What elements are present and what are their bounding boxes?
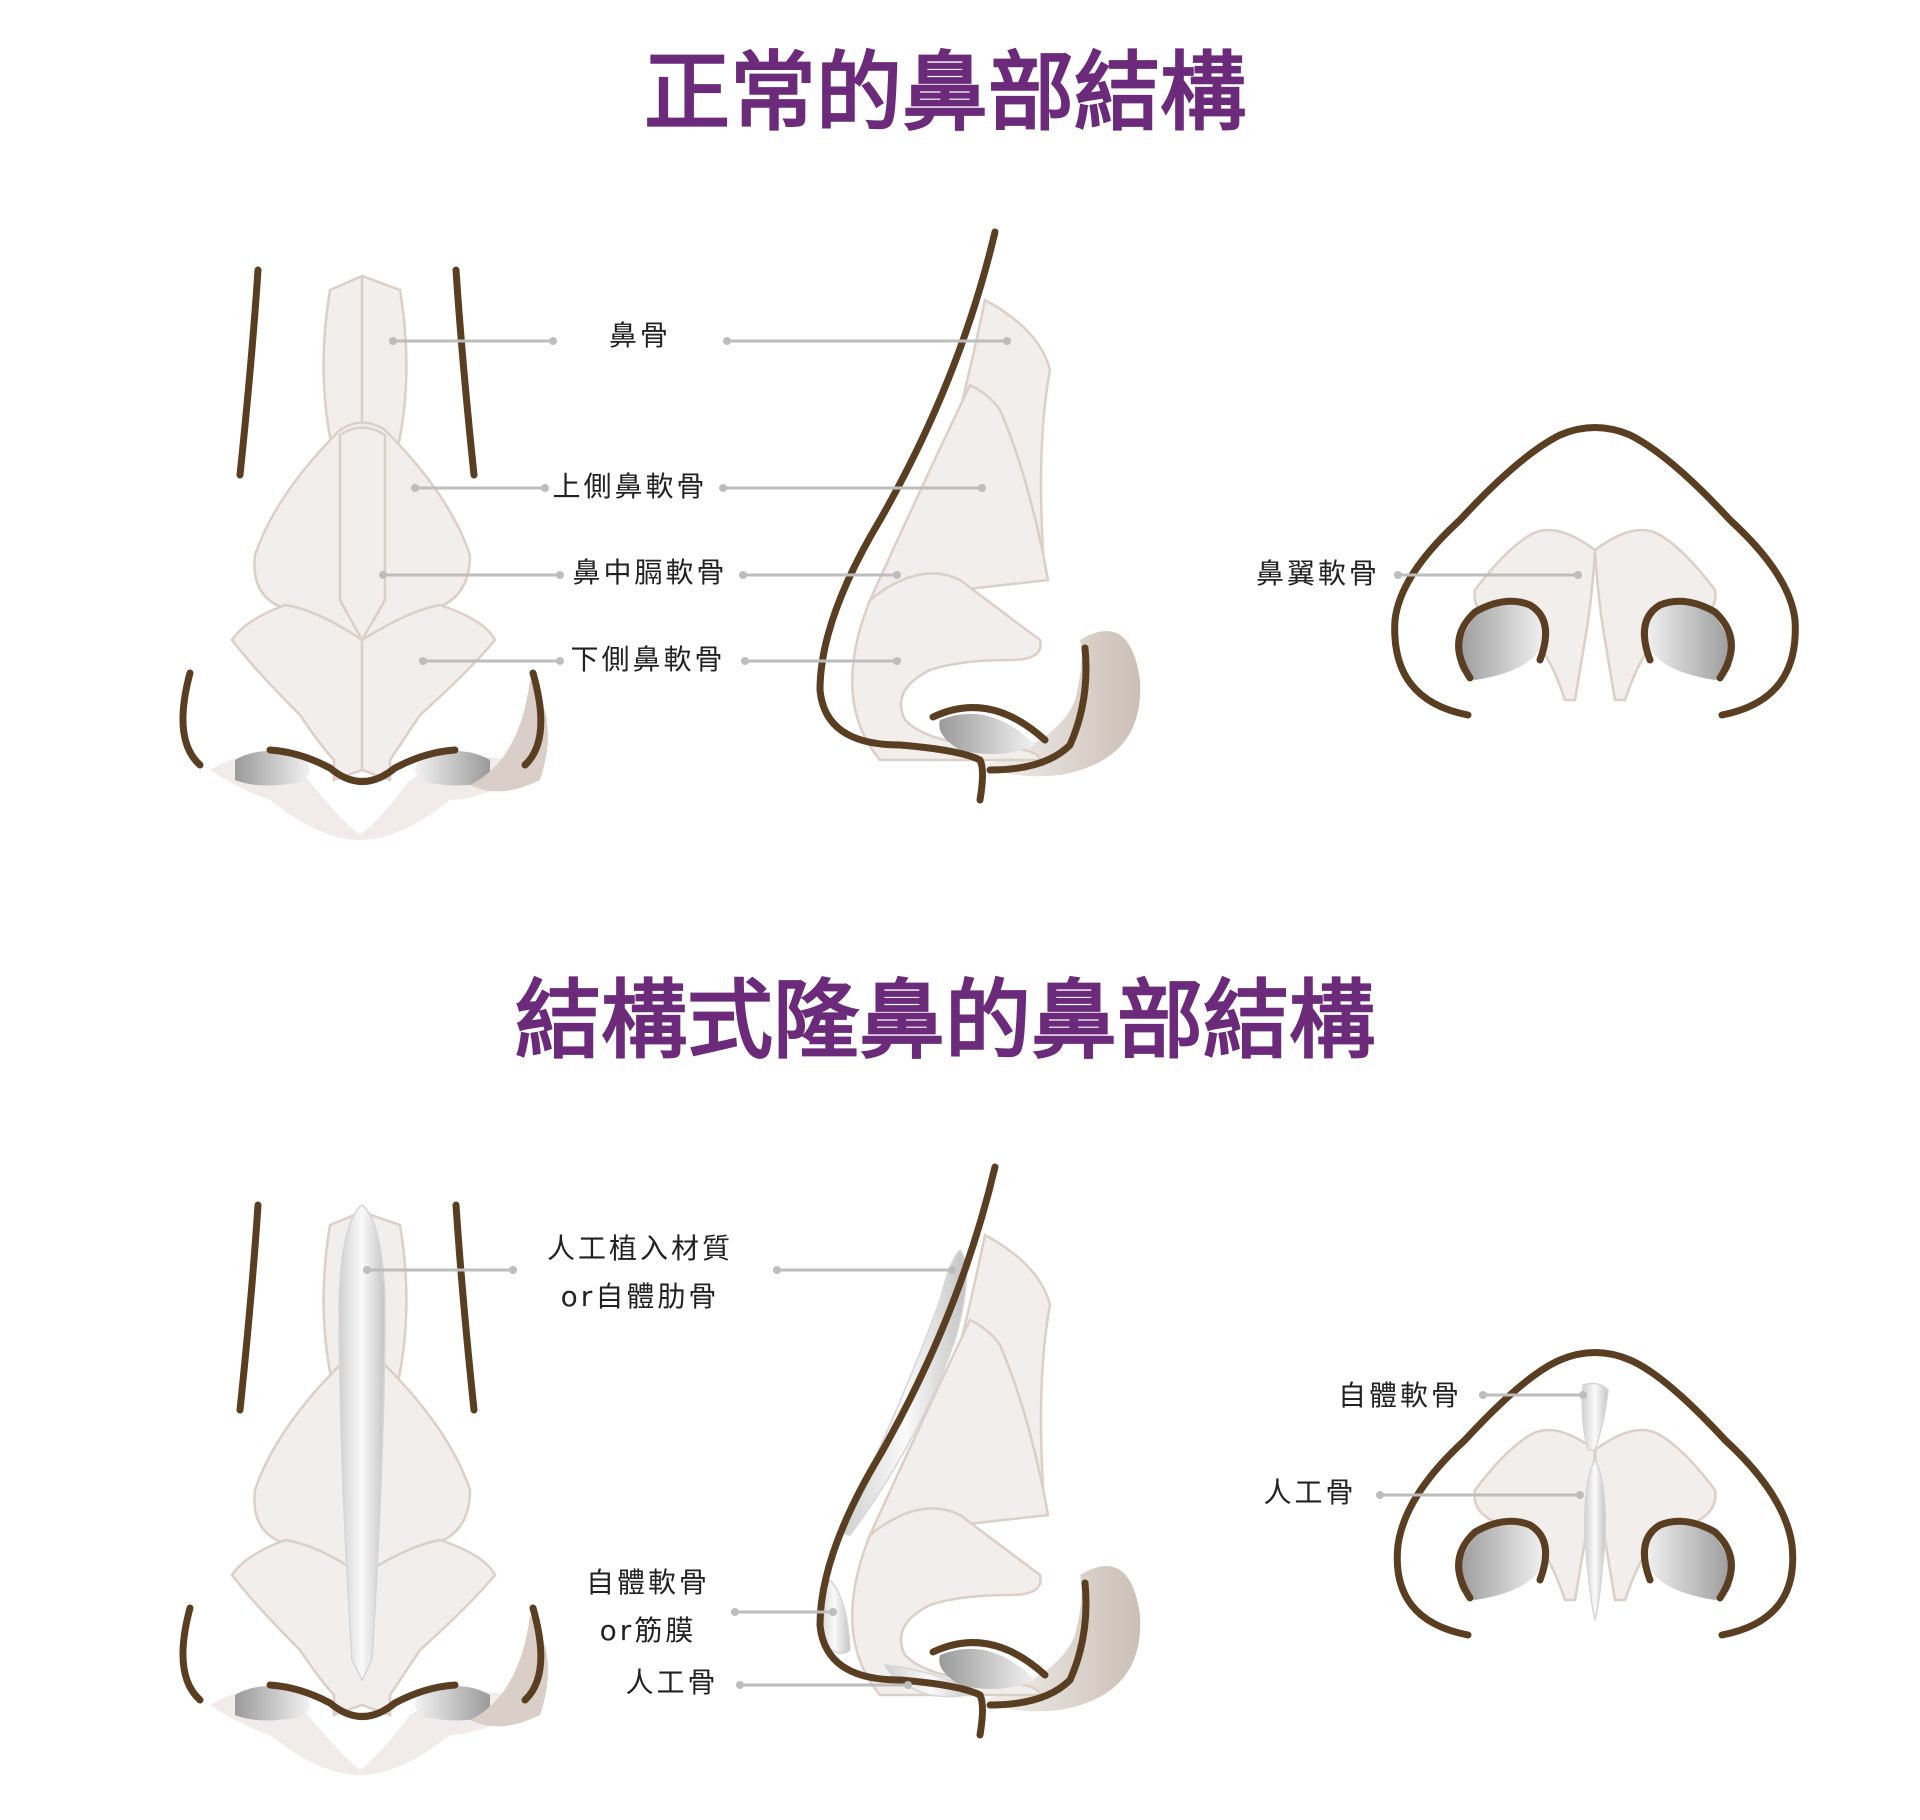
base-columella-implant (1583, 1458, 1607, 1621)
side-lower-lateral (850, 572, 1042, 762)
bottom-base-left-alar (1455, 1517, 1550, 1602)
title-normal: 正常的鼻部結構 (644, 43, 1246, 143)
side-view-structural (816, 1163, 1141, 1739)
left-skin-line (236, 266, 262, 479)
bottom-left-skin-line (236, 1201, 262, 1414)
label-alar: 鼻翼軟骨 (1256, 557, 1380, 590)
labels-structural: 人工植入材質 or自體肋骨 自體軟骨 or筋膜 人工骨 自體軟骨 人工骨 (363, 1232, 1587, 1699)
side-profile-line (816, 228, 999, 804)
bottom-side-nostril (939, 1648, 1035, 1689)
label-implant-line2: or自體肋骨 (561, 1280, 720, 1313)
bottom-base-outer-outline (1393, 1349, 1797, 1639)
bottom-side-tip-line (986, 1579, 1090, 1709)
bottom-left-nostril (235, 1686, 310, 1721)
label-autologous-line2: or筋膜 (600, 1614, 697, 1647)
left-alar-line (179, 669, 204, 769)
base-left-nostril (1457, 599, 1545, 680)
bottom-tip-shade (985, 1566, 1141, 1712)
label-artificial-bone: 人工骨 (625, 1666, 718, 1699)
base-left-alar (1455, 597, 1550, 682)
bottom-side-upper-lateral (867, 1318, 1050, 1537)
bottom-right-alar-line (521, 1604, 545, 1704)
side-nostril (939, 713, 1035, 754)
side-view-normal (816, 228, 1141, 804)
label-base-artificial: 人工骨 (1263, 1476, 1356, 1509)
front-view-normal (179, 266, 548, 840)
label-septum: 鼻中膈軟骨 (572, 556, 727, 589)
septum-cartilage-shape (338, 426, 387, 643)
bottom-base-left-nostril (1457, 1519, 1545, 1600)
columella-line (266, 746, 459, 785)
title-structural: 結構式隆鼻的鼻部結構 (515, 971, 1375, 1071)
right-skin-line (452, 266, 478, 479)
label-nasal-bone: 鼻骨 (609, 319, 671, 352)
label-upper-lateral: 上側鼻軟骨 (552, 470, 707, 503)
label-implant-line1: 人工植入材質 (547, 1232, 733, 1265)
base-right-nostril (1645, 599, 1733, 680)
label-autologous-line1: 自體軟骨 (586, 1566, 710, 1599)
right-nostril (415, 751, 490, 786)
side-alar-line (929, 704, 1049, 744)
base-outer-outline (1391, 424, 1799, 719)
base-view-structural (1393, 1349, 1797, 1639)
base-view-normal (1391, 424, 1799, 719)
base-tip-graft (1581, 1382, 1609, 1451)
bottom-right-nostril (415, 1686, 490, 1721)
left-nostril (235, 751, 310, 786)
bottom-left-alar-line (179, 1604, 204, 1704)
label-lower-lateral: 下側鼻軟骨 (570, 643, 725, 676)
tip-shade (985, 631, 1141, 777)
bottom-base-right-alar (1640, 1517, 1735, 1602)
bottom-side-alar-line (929, 1639, 1049, 1679)
bottom-columella-line (266, 1681, 459, 1720)
labels-normal: 鼻骨 上側鼻軟骨 鼻中膈軟骨 下側鼻軟骨 鼻翼軟骨 (379, 319, 1582, 676)
side-upper-lateral (867, 383, 1050, 602)
base-right-alar (1640, 597, 1735, 682)
bottom-side-profile-line (816, 1163, 999, 1739)
bottom-side-lower-lateral (850, 1507, 1042, 1697)
side-tip-line (986, 644, 1090, 774)
bottom-right-skin-line (452, 1201, 478, 1414)
bottom-base-right-nostril (1645, 1519, 1733, 1600)
front-view-structural (179, 1201, 548, 1775)
label-base-autologous: 自體軟骨 (1338, 1379, 1462, 1412)
right-alar-line (521, 669, 545, 769)
dorsal-implant (338, 1204, 386, 1682)
